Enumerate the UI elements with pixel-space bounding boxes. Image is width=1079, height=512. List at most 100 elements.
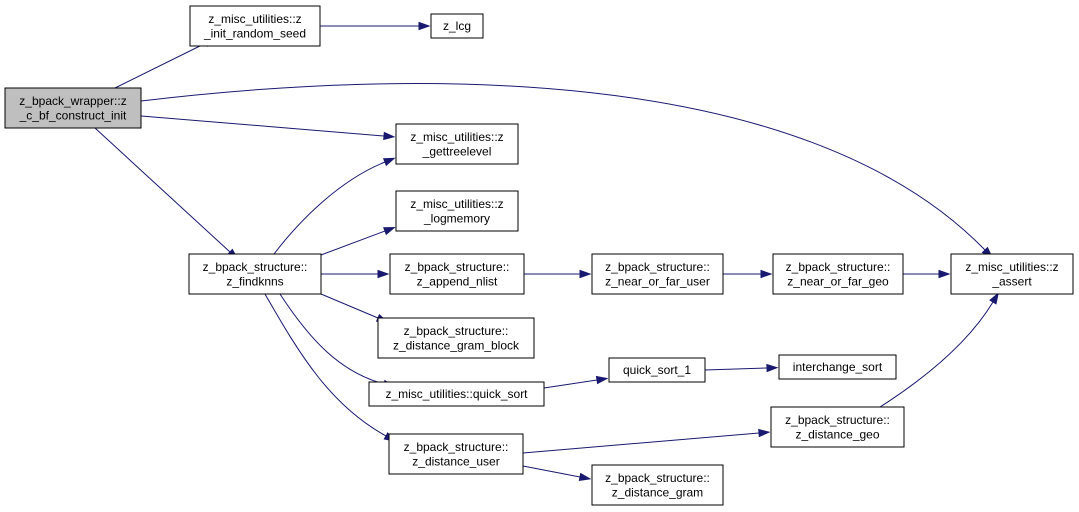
node-distance-gram[interactable]: z_bpack_structure::z_distance_gram	[591, 464, 724, 506]
arrowhead-icon	[595, 375, 609, 385]
arrowhead-icon	[989, 292, 999, 305]
node-label-line: z_misc_utilities::z	[410, 130, 503, 144]
arrowhead-icon	[578, 472, 592, 482]
arrowhead-icon	[758, 428, 771, 438]
node-distance-geo[interactable]: z_bpack_structure::z_distance_geo	[770, 406, 905, 448]
arrowhead-icon	[760, 269, 773, 279]
node-label-line: z_bpack_structure::	[605, 471, 710, 485]
node-label-line: z_near_or_far_geo	[787, 274, 889, 288]
node-init-random-seed[interactable]: z_misc_utilities::z_init_random_seed	[189, 5, 321, 47]
node-box	[4, 87, 142, 129]
edge-findknns-to-quick_sort	[279, 293, 396, 388]
edge-line	[140, 115, 385, 137]
node-append-nlist[interactable]: z_bpack_structure::z_append_nlist	[389, 253, 525, 295]
node-label-line: z_misc_utilities::quick_sort	[385, 387, 528, 401]
edge-root-to-findknns	[94, 127, 239, 260]
node-label-line: z_misc_utilities::z	[208, 12, 301, 26]
arrowhead-icon	[938, 269, 951, 279]
node-near-or-far-geo[interactable]: z_bpack_structure::z_near_or_far_geo	[772, 253, 904, 295]
edge-near_or_far_geo-to-assert	[903, 269, 951, 279]
edge-append_nlist-to-near_or_far_user	[524, 269, 592, 279]
node-lcg[interactable]: z_lcg	[430, 13, 484, 39]
node-box	[608, 357, 706, 383]
node-interchange-sort[interactable]: interchange_sort	[778, 354, 897, 380]
node-box	[591, 253, 724, 295]
node-label-line: _assert	[991, 274, 1032, 288]
edge-line	[522, 432, 760, 454]
node-label-line: z_bpack_structure::	[404, 440, 509, 454]
edge-distance_geo-to-assert	[879, 292, 999, 408]
node-label-line: z_bpack_structure::	[785, 413, 890, 427]
edge-findknns-to-distance_user	[264, 293, 397, 442]
edge-quick_sort-to-quick_sort_1	[543, 375, 609, 389]
edge-findknns-to-distance_gram_block	[320, 293, 389, 323]
arrowhead-icon	[377, 269, 390, 279]
node-findknns[interactable]: z_bpack_structure::z_findknns	[188, 253, 322, 295]
node-box	[189, 5, 321, 47]
node-label-line: z_bpack_structure::	[404, 324, 509, 338]
edge-line	[140, 83, 986, 251]
arrowhead-icon	[382, 157, 396, 167]
node-box	[377, 317, 535, 359]
node-box	[430, 13, 484, 39]
node-box	[772, 253, 904, 295]
node-label-line: z_near_or_far_user	[605, 274, 710, 288]
node-label-line: z_bpack_structure::	[786, 260, 891, 274]
node-distance-user[interactable]: z_bpack_structure::z_distance_user	[388, 433, 524, 475]
edge-distance_user-to-distance_geo	[522, 428, 771, 454]
edge-quick_sort_1-to-interchange_sort	[704, 363, 779, 373]
node-gettreelevel[interactable]: z_misc_utilities::z_gettreelevel	[395, 123, 519, 165]
node-label-line: z_append_nlist	[417, 274, 498, 288]
node-label-line: z_misc_utilities::z	[965, 260, 1058, 274]
node-box	[591, 464, 724, 506]
node-label-line: _init_random_seed	[203, 26, 306, 40]
node-label-line: z_lcg	[443, 19, 471, 33]
arrowhead-icon	[383, 131, 396, 141]
node-root[interactable]: z_bpack_wrapper::z_c_bf_construct_init	[4, 87, 142, 129]
node-box	[368, 381, 545, 407]
edge-line	[879, 301, 994, 408]
node-label-line: _logmemory	[423, 211, 490, 225]
edge-distance_user-to-distance_gram	[522, 465, 592, 482]
node-label-line: z_distance_user	[412, 454, 499, 468]
arrowhead-icon	[579, 269, 592, 279]
node-label-line: quick_sort_1	[623, 363, 691, 377]
nodes-layer: z_bpack_wrapper::z_c_bf_construct_initz_…	[4, 5, 1074, 506]
node-box	[395, 123, 519, 165]
node-label-line: _gettreelevel	[422, 144, 492, 158]
node-distance-gram-block[interactable]: z_bpack_structure::z_distance_gram_block	[377, 317, 535, 359]
node-quick-sort[interactable]: z_misc_utilities::quick_sort	[368, 381, 545, 407]
arrowhead-icon	[418, 21, 431, 31]
edge-line	[320, 293, 379, 319]
node-label-line: z_bpack_structure::	[605, 260, 710, 274]
node-label-line: z_misc_utilities::z	[410, 197, 503, 211]
node-label-line: z_bpack_structure::	[405, 260, 510, 274]
node-label-line: z_bpack_structure::	[203, 260, 308, 274]
edge-near_or_far_user-to-near_or_far_geo	[723, 269, 773, 279]
edge-line	[543, 379, 598, 389]
edge-findknns-to-logmemory	[320, 226, 396, 256]
edge-line	[279, 293, 385, 385]
node-box	[950, 253, 1074, 295]
node-box	[770, 406, 905, 448]
node-label-line: z_bpack_wrapper::z	[19, 94, 126, 108]
edge-line	[522, 465, 581, 478]
node-box	[778, 354, 897, 380]
node-box	[388, 433, 524, 475]
edge-findknns-to-append_nlist	[321, 269, 390, 279]
node-label-line: z_distance_gram_block	[393, 338, 520, 352]
node-near-or-far-user[interactable]: z_bpack_structure::z_near_or_far_user	[591, 253, 724, 295]
node-box	[188, 253, 322, 295]
node-label-line: _c_bf_construct_init	[19, 108, 127, 122]
edge-findknns-to-gettreelevel	[273, 157, 396, 255]
node-quick-sort-1[interactable]: quick_sort_1	[608, 357, 706, 383]
node-label-line: z_distance_geo	[795, 427, 879, 441]
node-logmemory[interactable]: z_misc_utilities::z_logmemory	[395, 190, 519, 232]
arrowhead-icon	[383, 226, 396, 236]
node-assert[interactable]: z_misc_utilities::z_assert	[950, 253, 1074, 295]
edge-line	[264, 293, 387, 437]
node-box	[389, 253, 525, 295]
edge-line	[273, 161, 386, 255]
arrowhead-icon	[766, 363, 779, 373]
